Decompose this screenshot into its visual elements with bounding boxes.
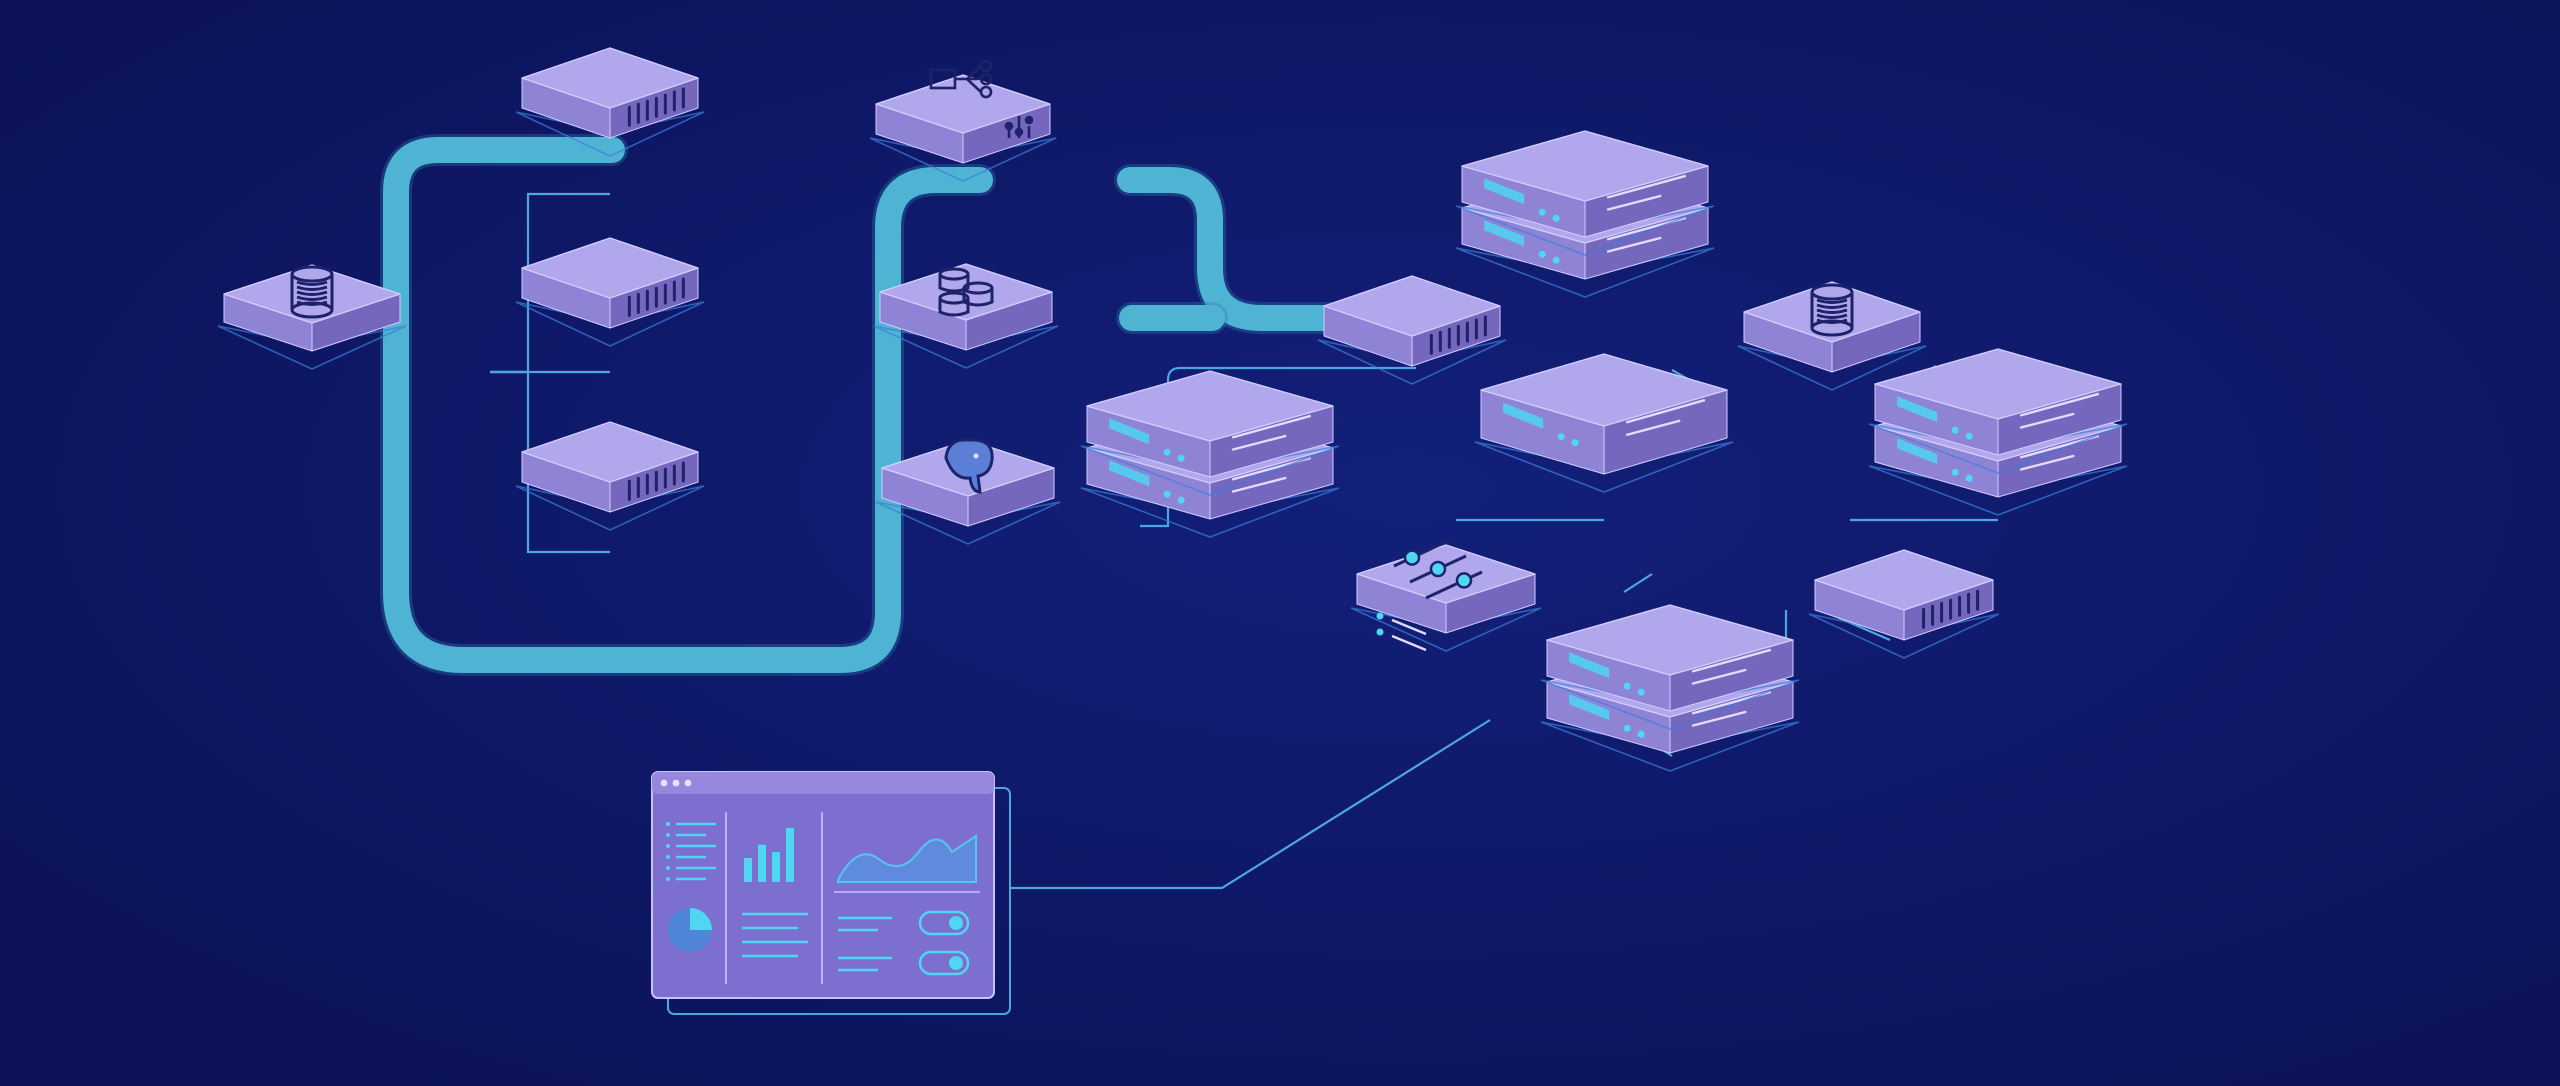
base-plate	[515, 485, 705, 531]
base-plate	[1868, 465, 2128, 516]
data-pipe	[383, 137, 993, 673]
pie-chart-icon	[668, 908, 712, 952]
vent-grille-icon	[627, 87, 685, 127]
base-plate	[1317, 339, 1507, 385]
top-face	[1546, 604, 1794, 676]
top-face	[1461, 130, 1709, 202]
worker-2-node[interactable]	[515, 237, 705, 347]
router-node[interactable]	[869, 59, 1057, 182]
equalizer-sliders-icon	[1376, 538, 1483, 652]
top-face	[1480, 353, 1728, 427]
database-node[interactable]	[873, 263, 1059, 369]
rack-drive-icon	[1109, 456, 1312, 504]
area-chart-icon	[837, 834, 977, 883]
bar-chart-bar	[758, 844, 766, 882]
bar-chart-bar	[786, 828, 794, 882]
server-stack-right-node[interactable]	[1868, 348, 2128, 516]
core-server-node[interactable]	[1474, 353, 1734, 493]
data-pipelines	[380, 134, 1426, 676]
node-layer	[217, 47, 2128, 772]
toggle-switch-icon[interactable]	[838, 950, 970, 976]
server-stack-left-node[interactable]	[1080, 370, 1340, 538]
top-face	[1356, 544, 1536, 604]
base-plate	[873, 325, 1059, 369]
postgres-node[interactable]	[875, 438, 1061, 545]
controller-node[interactable]	[1350, 538, 1542, 652]
top-face	[1814, 549, 1994, 611]
base-plate	[1080, 445, 1340, 496]
elephant-logo-icon	[944, 438, 994, 494]
base-plate	[1455, 205, 1715, 256]
top-face	[521, 421, 699, 483]
vent-grille-icon	[627, 461, 685, 501]
spool-icon	[1810, 283, 1854, 337]
server-stack-bottom-node[interactable]	[1540, 604, 1800, 772]
base-plate	[875, 501, 1061, 545]
connector-line	[1623, 573, 1653, 593]
base-plate	[1540, 679, 1800, 730]
base-plate	[1737, 345, 1927, 391]
list-icon	[666, 822, 716, 881]
base-plate	[1474, 441, 1734, 493]
rack-drive-icon	[1569, 648, 1772, 696]
rack-drive-icon	[1897, 434, 2100, 482]
base-plate	[1868, 423, 2128, 474]
toggle-switch-icon[interactable]	[838, 910, 970, 936]
vent-grille-icon	[1429, 315, 1487, 355]
base-plate	[217, 325, 407, 370]
connector-line	[1140, 366, 1416, 528]
worker-3-node[interactable]	[515, 421, 705, 531]
rack-drive-icon	[1503, 398, 1706, 447]
vent-grille-icon	[1922, 589, 1980, 629]
top-face	[1086, 370, 1334, 442]
gateway-node[interactable]	[1317, 275, 1507, 385]
database-stack-icon	[938, 267, 994, 317]
dashboard-titlebar	[652, 772, 994, 794]
base-plate	[869, 137, 1057, 182]
cache-hub-node[interactable]	[217, 264, 407, 370]
base-plate	[515, 301, 705, 347]
top-face	[521, 237, 699, 299]
storage-right-node[interactable]	[1808, 549, 2000, 659]
rack-drive-icon	[1897, 392, 2100, 440]
window-dot-icon[interactable]	[672, 779, 680, 787]
bar-chart-icon	[744, 828, 794, 882]
worker-1-node[interactable]	[515, 47, 705, 157]
cache-right-node[interactable]	[1737, 281, 1927, 391]
base-plate	[1808, 613, 2000, 659]
bar-chart-bar	[772, 852, 780, 882]
rack-drive-icon	[1109, 414, 1312, 462]
base-plate	[1080, 487, 1340, 538]
top-face	[521, 47, 699, 109]
vent-grille-icon	[627, 277, 685, 317]
bar-chart-bar	[744, 858, 752, 882]
base-plate	[1455, 247, 1715, 298]
top-face	[1323, 275, 1501, 337]
window-dot-icon[interactable]	[684, 779, 692, 787]
base-plate	[1540, 721, 1800, 772]
base-plate	[515, 111, 705, 157]
connector-line	[1010, 719, 1491, 890]
top-face	[875, 74, 1051, 134]
top-face	[1874, 348, 2122, 420]
server-stack-top-node[interactable]	[1455, 130, 1715, 298]
monitoring-dashboard[interactable]	[651, 771, 1011, 1015]
text-lines-icon	[742, 912, 808, 958]
rack-drive-icon	[1484, 174, 1687, 222]
dashboard-window	[651, 771, 995, 999]
spool-icon	[290, 265, 334, 319]
window-dot-icon[interactable]	[660, 779, 668, 787]
topology-and-sliders-icon	[929, 59, 1034, 138]
